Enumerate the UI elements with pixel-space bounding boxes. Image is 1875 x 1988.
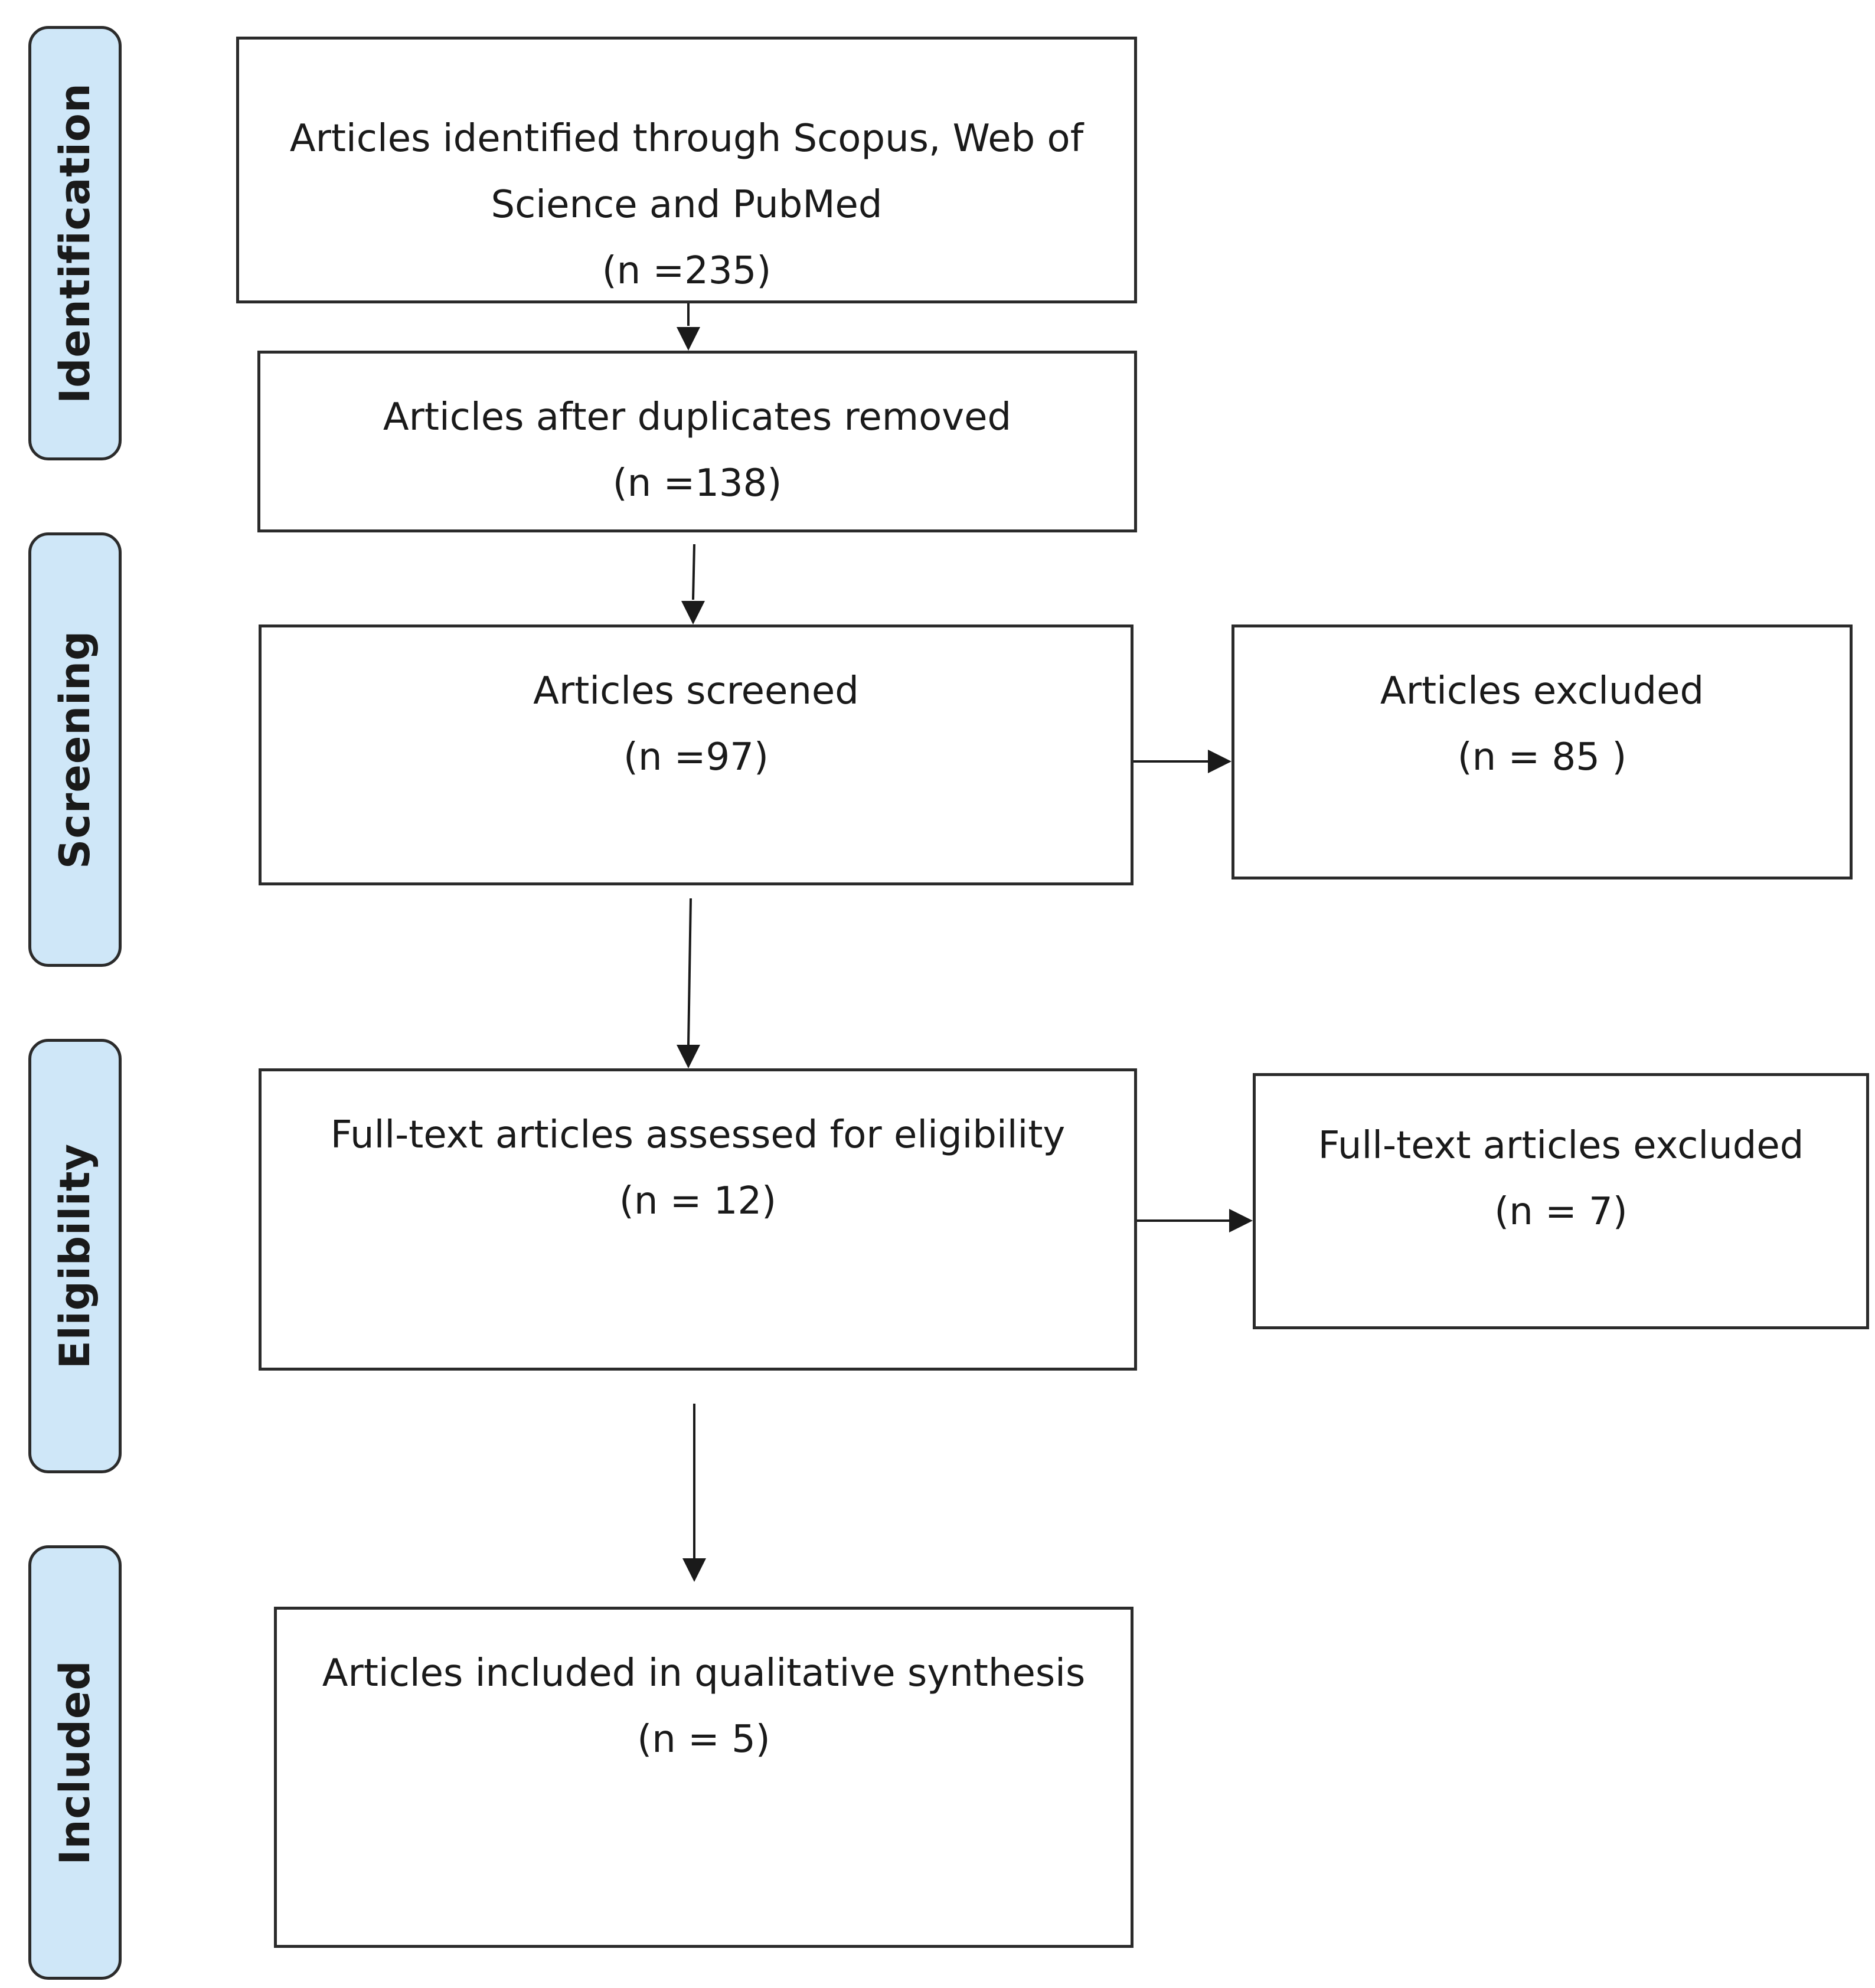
- fulltext-excluded-label: Full-text articles excluded: [1318, 1124, 1804, 1168]
- arrowhead-4: [677, 1045, 700, 1068]
- arrowhead-1: [677, 327, 700, 351]
- arrowhead-6: [682, 1558, 706, 1582]
- deduplicated-label: Articles after duplicates removed: [383, 395, 1012, 439]
- arrowhead-5: [1229, 1209, 1253, 1232]
- phase-screening: Screening: [28, 532, 122, 967]
- included-label: Articles included in qualitative synthes…: [322, 1652, 1086, 1695]
- screened-label: Articles screened: [533, 669, 859, 713]
- deduplicated-box: Articles after duplicates removed (n =13…: [257, 351, 1137, 532]
- phase-included: Included: [28, 1545, 122, 1980]
- screened-count: (n =97): [623, 735, 769, 779]
- arrow-deduplicated-to-screened: [692, 544, 695, 600]
- fulltext-excluded-count: (n = 7): [1494, 1190, 1628, 1234]
- assessed-label: Full-text articles assessed for eligibil…: [330, 1113, 1066, 1157]
- identified-box: Articles identified through Scopus, Web …: [236, 37, 1137, 303]
- phase-eligibility: Eligibility: [28, 1039, 122, 1473]
- included-count: (n = 5): [637, 1718, 770, 1761]
- deduplicated-count: (n =138): [612, 462, 782, 505]
- excluded-count: (n = 85 ): [1457, 735, 1627, 779]
- arrowhead-2: [681, 601, 705, 624]
- fulltext-excluded-box: Full-text articles excluded (n = 7): [1253, 1073, 1869, 1329]
- identified-count: (n =235): [602, 249, 772, 293]
- assessed-box: Full-text articles assessed for eligibil…: [259, 1068, 1137, 1371]
- arrowhead-3: [1208, 750, 1232, 773]
- arrow-screened-to-assessed: [687, 898, 692, 1045]
- phase-identification: Identification: [28, 26, 122, 460]
- screened-box: Articles screened (n =97): [259, 624, 1134, 885]
- excluded-label: Articles excluded: [1380, 669, 1704, 713]
- identified-line2: Science and PubMed: [491, 183, 883, 227]
- included-box: Articles included in qualitative synthes…: [274, 1607, 1134, 1948]
- identified-line1: Articles identified through Scopus, Web …: [289, 117, 1084, 161]
- assessed-count: (n = 12): [619, 1179, 777, 1223]
- excluded-box: Articles excluded (n = 85 ): [1232, 624, 1853, 879]
